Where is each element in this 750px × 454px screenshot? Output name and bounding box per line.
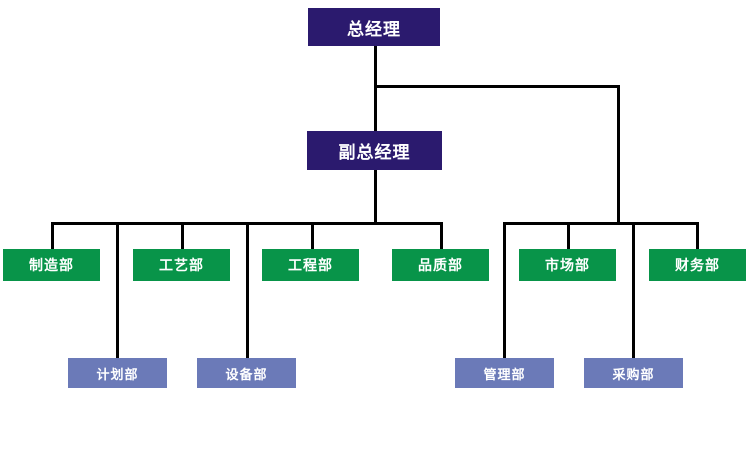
connector-drop-marketing — [567, 222, 570, 249]
node-general-manager[interactable]: 总经理 — [308, 8, 440, 46]
connector-drop-equipment — [246, 222, 249, 358]
connector-drop-manufacturing — [51, 222, 54, 249]
node-administration[interactable]: 管理部 — [455, 358, 554, 388]
node-purchasing[interactable]: 采购部 — [584, 358, 683, 388]
node-manufacturing[interactable]: 制造部 — [3, 249, 100, 281]
node-equipment[interactable]: 设备部 — [197, 358, 296, 388]
node-quality[interactable]: 品质部 — [392, 249, 489, 281]
connector-drop-finance — [696, 222, 699, 249]
node-finance[interactable]: 财务部 — [649, 249, 746, 281]
connector-drop-planning — [116, 222, 119, 358]
connector-gm-right-branch — [617, 85, 620, 225]
connector-gm-split — [374, 85, 620, 88]
connector-drop-process — [181, 222, 184, 249]
connector-right-bus — [503, 222, 699, 225]
node-planning[interactable]: 计划部 — [68, 358, 167, 388]
connector-drop-purchasing — [632, 222, 635, 358]
connector-deputy-stem — [374, 170, 377, 225]
node-marketing[interactable]: 市场部 — [519, 249, 616, 281]
node-process[interactable]: 工艺部 — [133, 249, 230, 281]
node-engineering[interactable]: 工程部 — [262, 249, 359, 281]
connector-drop-quality — [440, 222, 443, 249]
connector-gm-stem — [374, 46, 377, 88]
connector-gm-to-deputy — [374, 85, 377, 131]
connector-drop-administration — [503, 222, 506, 358]
node-deputy-general-manager[interactable]: 副总经理 — [307, 131, 442, 170]
connector-drop-engineering — [311, 222, 314, 249]
